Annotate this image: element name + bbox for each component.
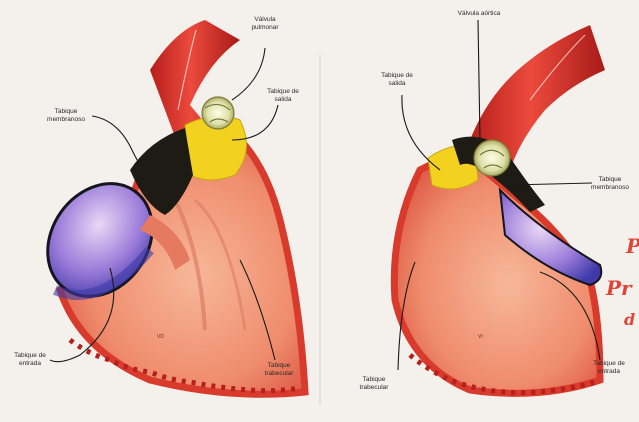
label-right-chamber: VI [478, 334, 483, 340]
label-left-trabecular: Tabique trabecular [258, 362, 300, 378]
label-right-trabecular: Tabique trabecular [352, 376, 396, 392]
left-heart [26, 20, 305, 394]
right-heart [394, 25, 605, 393]
left-pulmonary-valve [202, 97, 234, 129]
label-right-inflow: Tabique de entrada [583, 360, 635, 376]
label-left-membranous: Tabique membranoso [40, 108, 92, 124]
edge-script-2: Pr [606, 276, 632, 300]
label-right-valve: Válvula aórtica [449, 10, 509, 18]
edge-script-1: P [626, 234, 639, 258]
label-left-valve: Válvula pulmonar [240, 16, 290, 32]
edge-script-3: d [624, 310, 635, 329]
label-right-membranous: Tabique membranoso [583, 176, 637, 192]
label-left-chamber: VD [157, 334, 164, 340]
label-right-outflow: Tabique de salida [375, 72, 419, 88]
label-left-inflow: Tabique de entrada [8, 352, 52, 368]
label-left-outflow: Tabique de salida [258, 88, 308, 104]
right-aortic-valve [474, 140, 510, 176]
